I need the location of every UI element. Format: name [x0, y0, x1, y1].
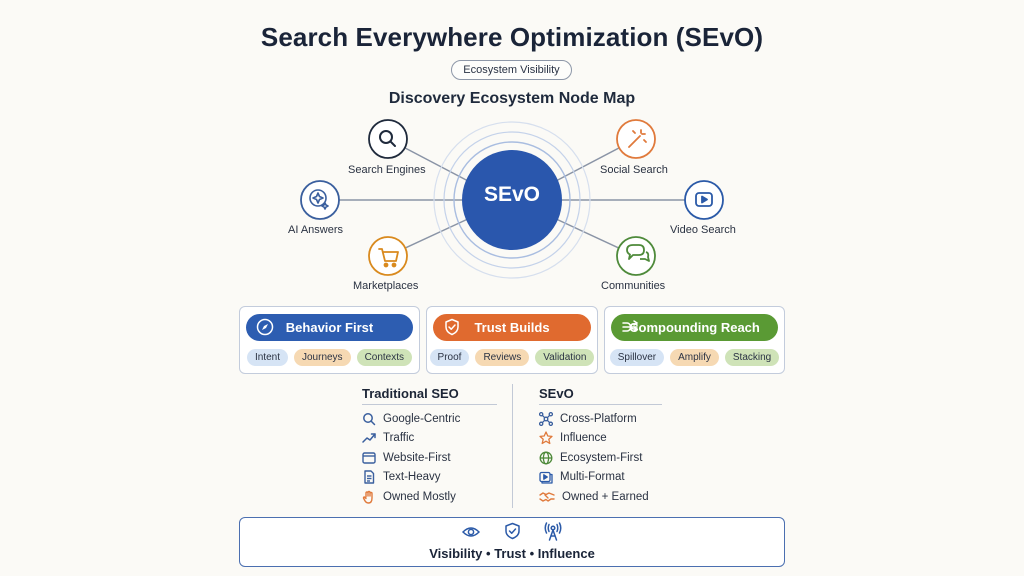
divider — [539, 404, 662, 405]
marketplaces-node — [368, 236, 408, 276]
list-item: Ecosystem-First — [539, 448, 699, 468]
column-divider — [512, 384, 513, 508]
ecosystem-badge: Ecosystem Visibility — [451, 60, 572, 80]
magic-wand-icon — [628, 129, 647, 148]
item-label: Ecosystem-First — [560, 451, 643, 464]
pillar-header: Trust Builds — [433, 314, 591, 341]
pillar-header: Behavior First — [246, 314, 413, 341]
tag: Stacking — [724, 349, 780, 366]
shield-check-icon — [505, 522, 520, 540]
list-item: Website-First — [362, 448, 507, 468]
item-label: Cross-Platform — [560, 412, 637, 425]
ai-answers-label: AI Answers — [288, 224, 344, 236]
item-label: Text-Heavy — [383, 471, 441, 484]
outer-ring — [433, 121, 591, 279]
play-icon — [695, 192, 713, 207]
marketplaces-label: Marketplaces — [353, 280, 419, 292]
branching-arrows-icon — [622, 320, 639, 332]
item-label: Multi-Format — [560, 471, 625, 484]
item-label: Owned + Earned — [562, 490, 649, 503]
compass-icon — [256, 318, 274, 336]
sevo-heading: SEvO — [539, 386, 574, 401]
inner-ring — [453, 141, 571, 259]
globe-icon — [539, 451, 553, 465]
sevo-list: Cross-Platform Influence Ecosystem-First… — [539, 409, 699, 507]
pillar-title: Compounding Reach — [629, 320, 760, 335]
handshake-icon — [539, 492, 555, 502]
search-icon — [363, 412, 376, 425]
tag: Spillover — [609, 349, 665, 366]
tag: Reviews — [475, 349, 530, 366]
ai-sparkle-icon — [309, 189, 329, 210]
node-map-title: Discovery Ecosystem Node Map — [388, 90, 636, 107]
list-item: Owned Mostly — [362, 487, 507, 507]
page-title: Search Everywhere Optimization (SEvO) — [260, 22, 764, 52]
trend-icon — [362, 433, 376, 443]
hand-icon — [362, 490, 373, 504]
pillar-card-compounding-reach: Compounding Reach Spillover Amplify Stac… — [604, 306, 785, 374]
document-icon — [364, 470, 375, 484]
list-item: Influence — [539, 429, 699, 449]
pillar-tags: Spillover Amplify Stacking — [605, 349, 784, 366]
footer-banner: Visibility • Trust • Influence — [239, 517, 785, 567]
social-search-label: Social Search — [600, 164, 668, 176]
item-label: Google-Centric — [383, 412, 461, 425]
divider — [362, 404, 497, 405]
browser-icon — [362, 452, 376, 464]
tag: Validation — [535, 349, 595, 366]
pillar-title: Behavior First — [285, 320, 374, 335]
tag: Amplify — [670, 349, 719, 366]
shield-icon — [445, 318, 459, 336]
search-engines-node — [368, 119, 408, 159]
tag: Intent — [246, 349, 288, 366]
search-engines-label: Search Engines — [348, 164, 426, 176]
network-icon — [539, 411, 553, 426]
traditional-seo-heading: Traditional SEO — [362, 386, 459, 401]
eye-icon — [462, 527, 480, 537]
item-label: Website-First — [383, 451, 451, 464]
item-label: Owned Mostly — [383, 490, 456, 503]
tag: Contexts — [356, 349, 413, 366]
list-item: Text-Heavy — [362, 468, 507, 488]
pillar-card-trust-builds: Trust Builds Proof Reviews Validation — [426, 306, 598, 374]
video-search-label: Video Search — [670, 224, 736, 236]
communities-node — [616, 236, 656, 276]
list-item: Cross-Platform — [539, 409, 699, 429]
chat-icon — [626, 244, 650, 262]
middle-ring — [443, 131, 581, 269]
pillar-card-behavior-first: Behavior First Intent Journeys Contexts — [239, 306, 420, 374]
item-label: Influence — [560, 432, 607, 445]
tag: Proof — [429, 349, 470, 366]
footer-tagline: Visibility • Trust • Influence — [429, 546, 595, 561]
traditional-seo-list: Google-Centric Traffic Website-First Tex… — [362, 409, 507, 507]
list-item: Google-Centric — [362, 409, 507, 429]
broadcast-icon — [544, 522, 562, 541]
hub-circle — [462, 150, 562, 250]
hub-label: SEvO — [483, 183, 541, 206]
media-icon — [539, 472, 553, 484]
search-icon — [379, 130, 396, 147]
cart-icon — [378, 248, 399, 268]
list-item: Traffic — [362, 429, 507, 449]
tag: Journeys — [293, 349, 351, 366]
list-item: Multi-Format — [539, 468, 699, 488]
star-icon — [539, 431, 553, 445]
item-label: Traffic — [383, 432, 415, 445]
pillar-tags: Proof Reviews Validation — [427, 349, 597, 366]
list-item: Owned + Earned — [539, 487, 699, 507]
communities-label: Communities — [601, 280, 666, 292]
node-map — [300, 119, 724, 279]
pillar-tags: Intent Journeys Contexts — [240, 349, 419, 366]
pillar-title: Trust Builds — [474, 320, 550, 335]
pillar-header: Compounding Reach — [611, 314, 778, 341]
